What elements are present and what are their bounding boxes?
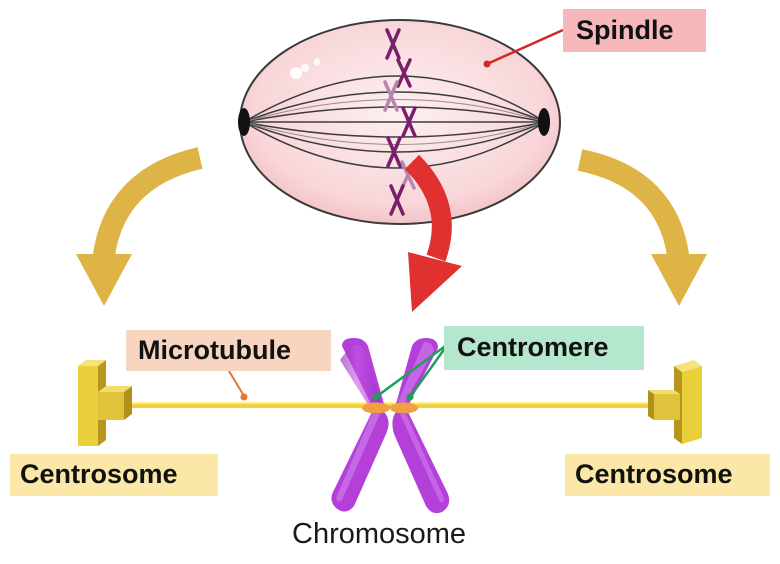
microtubule-leader-dot [240,393,248,401]
spindle-leader-line [486,28,564,66]
spindle-pole-left [238,108,250,136]
small-chromosome [396,58,412,88]
spindle-cell [238,19,561,225]
centromere-left-band [362,402,390,414]
zoom-arrow-right [577,149,707,306]
small-chromosome [383,80,399,112]
cell-highlight [290,67,302,79]
spindle-pole-right [538,108,550,136]
small-chromosome [385,28,401,60]
metaphase-chromosomes [383,28,417,216]
small-chromosome [386,136,402,168]
cell-highlight [313,58,321,66]
centromere-leader-lines [372,342,450,401]
small-chromosome [401,106,417,138]
centrosome-right-shape [648,360,702,444]
centrosome-left-shape [78,360,132,446]
zoom-arrow-left [76,147,203,306]
chromosome-shape [331,338,450,514]
centrosome-label-right: Centrosome [565,454,770,496]
spindle-label: Spindle [563,9,706,52]
small-chromosome [389,184,405,216]
centromere-label: Centromere [444,326,644,370]
centromere-right-band [390,402,418,414]
centrosome-label-left: Centrosome [10,454,218,496]
zoom-arrow-center [404,154,462,312]
cell-highlight [301,64,309,72]
spindle-leader-dot [483,60,491,68]
chromosome-label: Chromosome [292,518,467,550]
microtubule-label: Microtubule [126,330,331,371]
microtubule [128,402,650,408]
microtubule-leader-line [228,370,245,397]
